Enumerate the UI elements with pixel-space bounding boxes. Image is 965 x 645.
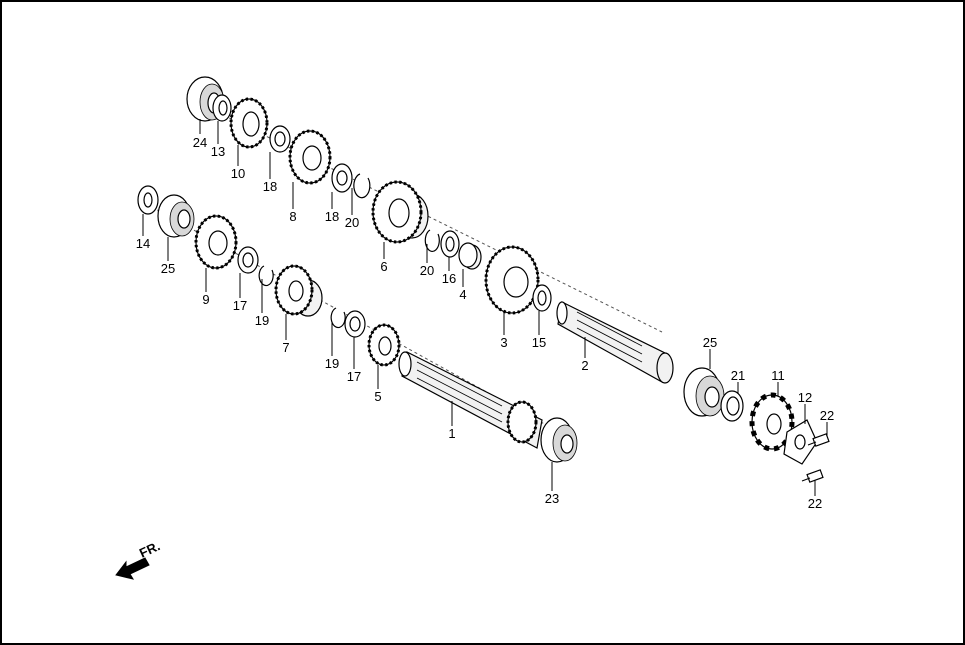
callout-labels: 24 13 10 18 8 18 20 6 20 16 4 3 15 2 14 … xyxy=(136,135,834,511)
callout-14: 14 xyxy=(136,236,150,251)
gear-3[interactable] xyxy=(484,245,540,315)
front-direction-label: FR. xyxy=(137,538,162,560)
callout-23: 23 xyxy=(545,491,559,506)
bolt-22-b[interactable] xyxy=(801,469,824,483)
washer-15[interactable] xyxy=(532,284,552,312)
callout-13: 13 xyxy=(211,144,225,159)
bolt-22-a[interactable] xyxy=(807,433,830,447)
callout-15: 15 xyxy=(532,335,546,350)
gear-7[interactable] xyxy=(274,264,323,317)
main-shaft-1[interactable] xyxy=(398,351,543,449)
bushing-4[interactable] xyxy=(458,242,482,270)
gear-10[interactable] xyxy=(229,97,269,149)
callout-20-b: 20 xyxy=(420,263,434,278)
washer-18-upper-a[interactable] xyxy=(269,125,291,153)
callout-7: 7 xyxy=(282,340,289,355)
callout-2: 2 xyxy=(581,358,588,373)
callout-17-a: 17 xyxy=(233,298,247,313)
callout-17-b: 17 xyxy=(347,369,361,384)
callout-22-a: 22 xyxy=(820,408,834,423)
callout-1: 1 xyxy=(448,426,455,441)
callout-22-b: 22 xyxy=(808,496,822,511)
callout-18-b: 18 xyxy=(325,209,339,224)
callout-25-right: 25 xyxy=(703,335,717,350)
callout-11: 11 xyxy=(771,368,785,383)
callout-10: 10 xyxy=(231,166,245,181)
callout-18-a: 18 xyxy=(263,179,277,194)
callout-25-lower: 25 xyxy=(161,261,175,276)
fixing-plate-12[interactable] xyxy=(783,419,818,465)
bearing-25-lower[interactable] xyxy=(157,194,195,238)
bearing-25-right[interactable] xyxy=(683,367,725,417)
callout-16: 16 xyxy=(442,271,456,286)
washer-16[interactable] xyxy=(440,230,460,258)
washer-17-b[interactable] xyxy=(344,310,366,338)
callout-20-a: 20 xyxy=(345,215,359,230)
gear-6[interactable] xyxy=(371,180,429,244)
output-shaft-2[interactable] xyxy=(556,301,674,384)
gear-8[interactable] xyxy=(288,129,332,185)
callout-4: 4 xyxy=(459,287,466,302)
callout-9: 9 xyxy=(202,292,209,307)
washer-14[interactable] xyxy=(137,185,159,215)
circlip-19-a[interactable] xyxy=(258,265,274,287)
callout-5: 5 xyxy=(374,389,381,404)
circlip-19-b[interactable] xyxy=(330,307,346,329)
gear-5[interactable] xyxy=(367,323,401,367)
leader-lines xyxy=(142,119,828,496)
callout-24: 24 xyxy=(193,135,207,150)
callout-19-a: 19 xyxy=(255,313,269,328)
washer-13[interactable] xyxy=(212,94,232,122)
gear-9[interactable] xyxy=(194,214,238,270)
callout-21: 21 xyxy=(731,368,745,383)
drive-sprocket-11[interactable] xyxy=(749,392,795,452)
callout-19-b: 19 xyxy=(325,356,339,371)
front-direction-arrow-icon xyxy=(115,557,150,580)
callout-8: 8 xyxy=(289,209,296,224)
circlip-20-b[interactable] xyxy=(424,229,440,252)
oil-seal-21[interactable] xyxy=(720,390,744,422)
washer-17-a[interactable] xyxy=(237,246,259,274)
callout-6: 6 xyxy=(380,259,387,274)
front-direction-marker: FR. xyxy=(115,538,162,580)
bearing-23[interactable] xyxy=(540,417,578,463)
washer-18-upper-b[interactable] xyxy=(331,163,353,193)
upper-axis-line xyxy=(196,101,663,333)
callout-3: 3 xyxy=(500,335,507,350)
circlip-20-a[interactable] xyxy=(353,173,371,199)
callout-12: 12 xyxy=(798,390,812,405)
